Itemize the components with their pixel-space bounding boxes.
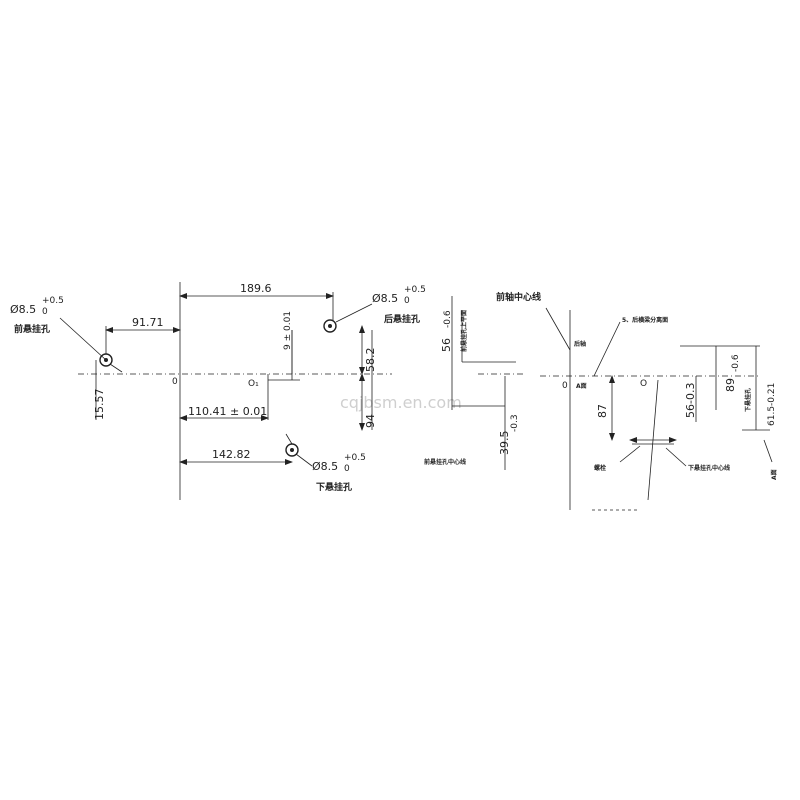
dim-91-71: 91.71 bbox=[132, 316, 164, 329]
lower-hole-phi: Ø8.5 bbox=[312, 460, 338, 473]
lower-hole-leader-top bbox=[285, 433, 293, 445]
rear-hole-tol-lower: 0 bbox=[404, 296, 410, 306]
watermark: cqjbsm.en.com bbox=[340, 393, 462, 412]
frame-rear-leader bbox=[593, 321, 621, 377]
mid-dim-56: 56 bbox=[440, 338, 453, 352]
frame-rear-label: 5、后横梁分离面 bbox=[622, 316, 668, 324]
front-hole-tol-lower: 0 bbox=[42, 307, 48, 317]
upper-plane-label: 前悬挂孔上平面 bbox=[460, 310, 468, 352]
right-view: 前轴中心线 后轴 5、后横梁分离面 A面 0 O 87 螺栓 下悬挂孔中心线 5… bbox=[496, 291, 778, 511]
rear-hole-tol-upper: +0.5 bbox=[404, 285, 426, 295]
bolt-label: 螺栓 bbox=[594, 464, 606, 472]
axle-centerline-label: 前轴中心线 bbox=[496, 291, 541, 303]
front-hole-tail bbox=[109, 363, 123, 373]
dim-58-2: 58.2 bbox=[364, 348, 377, 373]
lower-plane-label: 下悬挂孔 bbox=[744, 388, 752, 412]
dim-15-57: 15.57 bbox=[93, 389, 106, 421]
dim-142-82: 142.82 bbox=[212, 448, 251, 461]
rear-hole-label: 后悬挂孔 bbox=[384, 313, 420, 325]
left-view: 189.6 91.71 15.57 9 ± 0.01 58.2 94 110.4… bbox=[10, 282, 426, 500]
rear-hole-center bbox=[328, 324, 332, 328]
front-hole-phi: Ø8.5 bbox=[10, 303, 36, 316]
plane-a-label: A面 bbox=[576, 382, 587, 390]
lower-hole-center-right-leader bbox=[665, 447, 687, 467]
lower-hole-label: 下悬挂孔 bbox=[316, 481, 352, 493]
origin-right-o-label: O bbox=[640, 379, 647, 389]
dim-56-right: 56-0.3 bbox=[684, 383, 697, 418]
mid-dim-39-5: 39.5 bbox=[498, 431, 511, 456]
middle-view: 56 -0.6 前悬挂孔上平面 39.5 -0.3 前悬挂孔中心线 bbox=[424, 296, 525, 470]
mid-dim-56-tol: -0.6 bbox=[443, 310, 453, 328]
front-hole-label: 前悬挂孔 bbox=[14, 323, 50, 335]
front-hole-tol-upper: +0.5 bbox=[42, 296, 64, 306]
axle-leader bbox=[545, 307, 571, 351]
rear-hole-leader bbox=[335, 303, 373, 323]
rear-hole-phi: Ø8.5 bbox=[372, 292, 398, 305]
dim-61-5: 61.5-0.21 bbox=[767, 383, 777, 426]
dim-9-001: 9 ± 0.01 bbox=[283, 311, 293, 350]
bolt-leader bbox=[619, 445, 641, 463]
lower-hole-tol-upper: +0.5 bbox=[344, 453, 366, 463]
front-hole-leader bbox=[59, 317, 107, 361]
dim-94: 94 bbox=[364, 414, 377, 428]
dim-110-41: 110.41 ± 0.01 bbox=[188, 405, 267, 418]
dim-87: 87 bbox=[596, 404, 609, 418]
dim-189-6: 189.6 bbox=[240, 282, 272, 295]
lower-hole-center bbox=[290, 448, 294, 452]
origin-right-label: 0 bbox=[562, 381, 568, 391]
lower-hole-center-label: 前悬挂孔中心线 bbox=[424, 458, 466, 466]
rear-axle-label: 后轴 bbox=[574, 340, 586, 348]
origin-left-label: 0 bbox=[172, 377, 178, 387]
lower-hole-center-right-label: 下悬挂孔中心线 bbox=[688, 464, 730, 472]
dim-89: 89 bbox=[724, 378, 737, 392]
dim-89-tol: -0.6 bbox=[731, 354, 741, 372]
lower-hole-tol-lower: 0 bbox=[344, 464, 350, 474]
end-mark-label: A面 bbox=[770, 469, 778, 480]
end-mark-leader bbox=[763, 439, 773, 463]
origin-o1-label: O₁ bbox=[248, 379, 259, 389]
mid-dim-39-5-tol: -0.3 bbox=[510, 414, 520, 432]
lower-hole-leader bbox=[295, 453, 313, 467]
